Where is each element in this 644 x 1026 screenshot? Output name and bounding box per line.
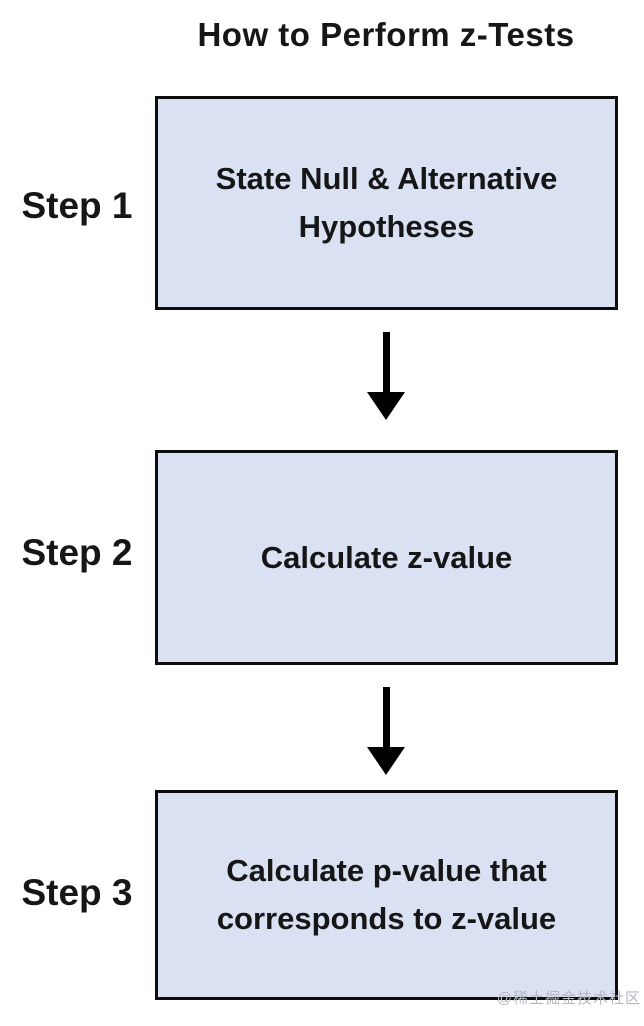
step-2-box-text: Calculate z-value — [260, 539, 513, 575]
arrow-shaft — [382, 687, 390, 747]
arrow-head — [367, 747, 405, 775]
step-2-box: Calculate z-value — [155, 450, 618, 665]
step-1-box: State Null & Alternative Hypotheses — [155, 96, 618, 310]
step-3-box: Calculate p-value that corresponds to z-… — [155, 790, 618, 1000]
step-2-label: Step 2 — [21, 532, 133, 573]
down-arrow-icon — [366, 332, 406, 420]
watermark: @稀土掘金技术社区 — [496, 990, 641, 1007]
arrow-head — [367, 392, 405, 420]
step-1-label: Step 1 — [21, 185, 133, 226]
down-arrow-icon — [366, 687, 406, 775]
step-1-box-text: State Null & Alternative Hypotheses — [215, 161, 558, 244]
page-title: How to Perform z-Tests — [197, 16, 575, 53]
arrow-shaft — [382, 332, 390, 392]
step-3-label: Step 3 — [21, 872, 133, 913]
step-3-box-text: Calculate p-value that corresponds to z-… — [216, 853, 557, 936]
